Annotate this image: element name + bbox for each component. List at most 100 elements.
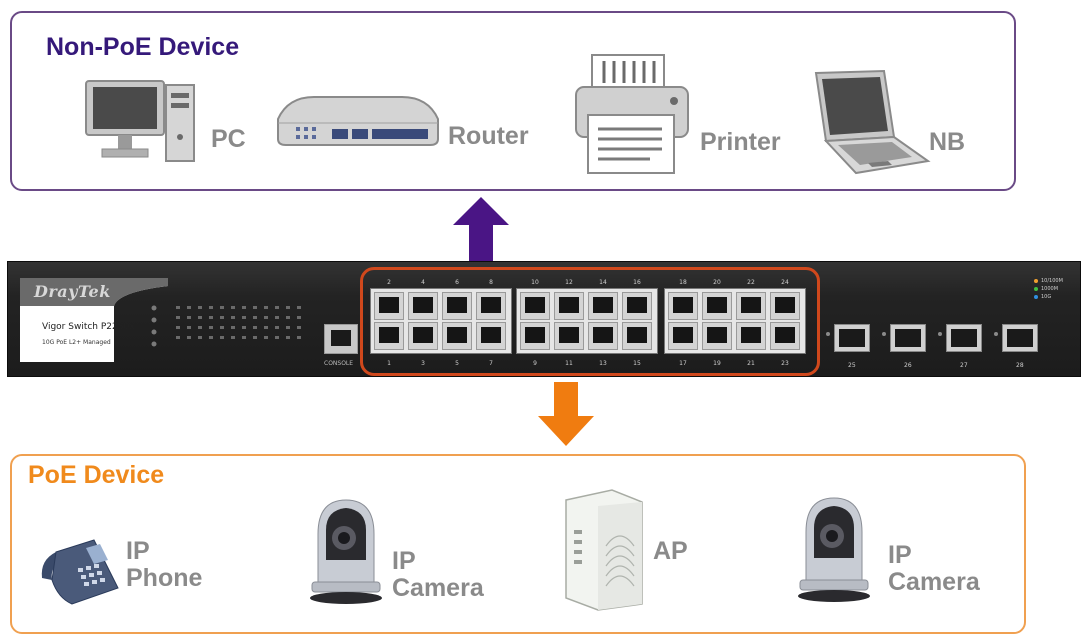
status-led bbox=[220, 316, 224, 319]
sfp-port-number: 26 bbox=[904, 362, 912, 369]
device-label-line: Phone bbox=[126, 564, 203, 592]
status-led bbox=[187, 336, 191, 339]
legend-dot bbox=[1034, 278, 1038, 283]
port-number: 23 bbox=[781, 360, 789, 367]
sfp-port-number: 27 bbox=[960, 362, 968, 369]
port-number: 1 bbox=[387, 360, 391, 367]
status-led bbox=[264, 326, 268, 329]
status-led bbox=[286, 336, 290, 339]
ip-camera-icon bbox=[798, 497, 870, 602]
port-number: 20 bbox=[713, 279, 721, 286]
ip-phone-icon bbox=[41, 539, 119, 605]
status-led bbox=[209, 326, 213, 329]
sfp-led bbox=[826, 332, 830, 336]
legend-text: 10G bbox=[1041, 294, 1052, 300]
rj45-port bbox=[770, 292, 800, 320]
status-led bbox=[275, 316, 279, 319]
status-led bbox=[209, 336, 213, 339]
port-number: 2 bbox=[387, 279, 391, 286]
status-led bbox=[297, 306, 301, 309]
led-panel bbox=[151, 305, 301, 347]
rj45-port bbox=[554, 322, 584, 350]
status-led bbox=[198, 306, 202, 309]
status-led bbox=[176, 326, 180, 329]
port-number: 5 bbox=[455, 360, 459, 367]
status-led bbox=[176, 336, 180, 339]
legend-dot bbox=[1034, 294, 1038, 299]
rj45-port bbox=[476, 292, 506, 320]
status-led bbox=[253, 326, 257, 329]
status-led bbox=[176, 316, 180, 319]
device-label-printer: Printer bbox=[700, 128, 781, 156]
status-led bbox=[220, 336, 224, 339]
status-led bbox=[231, 316, 235, 319]
switch-model: Vigor Switch P2280x bbox=[42, 322, 135, 332]
port-number: 21 bbox=[747, 360, 755, 367]
status-led bbox=[187, 326, 191, 329]
sfp-led bbox=[938, 332, 942, 336]
up-arrow bbox=[453, 197, 509, 261]
status-led bbox=[275, 326, 279, 329]
status-led bbox=[187, 306, 191, 309]
rj45-port bbox=[442, 292, 472, 320]
poe-title: PoE Device bbox=[28, 461, 165, 489]
status-led bbox=[242, 326, 246, 329]
status-led bbox=[264, 336, 268, 339]
rj45-port bbox=[622, 322, 652, 350]
status-led bbox=[253, 336, 257, 339]
port-number: 4 bbox=[421, 279, 425, 286]
poe-device-panel: PoE Device IP Phone IP Camera bbox=[10, 454, 1026, 634]
status-led bbox=[242, 306, 246, 309]
console-label: CONSOLE bbox=[324, 360, 354, 367]
status-led bbox=[264, 306, 268, 309]
rj45-port bbox=[520, 322, 550, 350]
legend-10-100m: 10/100M bbox=[1034, 278, 1063, 284]
sfp-led bbox=[994, 332, 998, 336]
rj45-port bbox=[770, 322, 800, 350]
port-number: 17 bbox=[679, 360, 687, 367]
status-led bbox=[187, 316, 191, 319]
rj45-port bbox=[622, 292, 652, 320]
status-led bbox=[275, 306, 279, 309]
legend-text: 1000M bbox=[1041, 286, 1059, 292]
device-label-pc: PC bbox=[211, 125, 246, 153]
port-number: 15 bbox=[633, 360, 641, 367]
rj45-port bbox=[668, 322, 698, 350]
rj45-port bbox=[520, 292, 550, 320]
sfp-port bbox=[946, 324, 982, 352]
port-number: 13 bbox=[599, 360, 607, 367]
port-number: 11 bbox=[565, 360, 573, 367]
status-led bbox=[176, 306, 180, 309]
device-label-ap: AP bbox=[653, 537, 688, 565]
rj45-port bbox=[736, 322, 766, 350]
status-led bbox=[231, 336, 235, 339]
status-led bbox=[264, 316, 268, 319]
status-led bbox=[198, 316, 202, 319]
rj45-port bbox=[554, 292, 584, 320]
port-number: 19 bbox=[713, 360, 721, 367]
notebook-icon bbox=[814, 69, 931, 175]
status-led bbox=[231, 306, 235, 309]
poe-port-highlight bbox=[360, 267, 820, 376]
port-number: 22 bbox=[747, 279, 755, 286]
legend-1000m: 1000M bbox=[1034, 286, 1058, 292]
rj45-port bbox=[442, 322, 472, 350]
status-led bbox=[209, 306, 213, 309]
legend-dot bbox=[1034, 286, 1038, 291]
status-led bbox=[297, 316, 301, 319]
down-arrow bbox=[538, 382, 594, 446]
rj45-port bbox=[476, 322, 506, 350]
rj45-port bbox=[408, 292, 438, 320]
sfp-port bbox=[890, 324, 926, 352]
legend-10g: 10G bbox=[1034, 294, 1051, 300]
rj45-port bbox=[668, 292, 698, 320]
device-label-ip-camera-2: IP Camera bbox=[888, 542, 980, 596]
access-point-icon bbox=[565, 489, 643, 611]
device-label-line: IP bbox=[126, 537, 150, 565]
status-led bbox=[220, 306, 224, 309]
sfp-port bbox=[1002, 324, 1038, 352]
rj45-port bbox=[408, 322, 438, 350]
status-led bbox=[253, 316, 257, 319]
port-number: 18 bbox=[679, 279, 687, 286]
device-label-line: IP bbox=[392, 547, 416, 575]
